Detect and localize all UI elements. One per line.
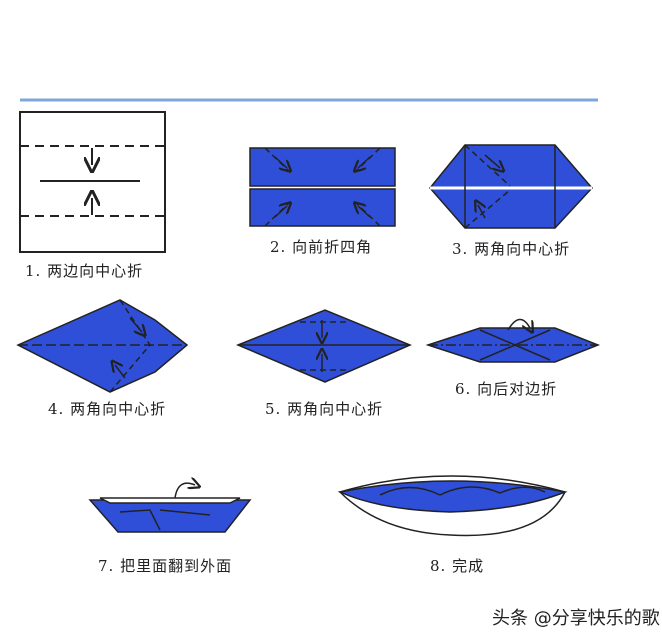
step-1-figure bbox=[19, 111, 166, 253]
step-5-label: 5. 两角向中心折 bbox=[265, 400, 384, 418]
step-2-figure bbox=[249, 147, 396, 227]
step-8-label: 8. 完成 bbox=[430, 557, 485, 575]
step-3-label: 3. 两角向中心折 bbox=[452, 240, 571, 258]
step-6-label: 6. 向后对边折 bbox=[455, 380, 558, 398]
step-7-label: 7. 把里面翻到外面 bbox=[98, 557, 233, 575]
step-4-label: 4. 两角向中心折 bbox=[48, 400, 167, 418]
step-2-label: 2. 向前折四角 bbox=[270, 238, 373, 256]
step-4-figure bbox=[16, 299, 189, 393]
step-8-figure bbox=[337, 475, 568, 537]
step-7-figure bbox=[88, 483, 252, 533]
step-1-label: 1. 两边向中心折 bbox=[25, 262, 144, 280]
step-5-figure bbox=[236, 309, 412, 383]
step-3-figure bbox=[429, 144, 594, 229]
step-6-figure bbox=[425, 318, 601, 363]
watermark: 头条 @分享快乐的歌 bbox=[492, 608, 660, 629]
